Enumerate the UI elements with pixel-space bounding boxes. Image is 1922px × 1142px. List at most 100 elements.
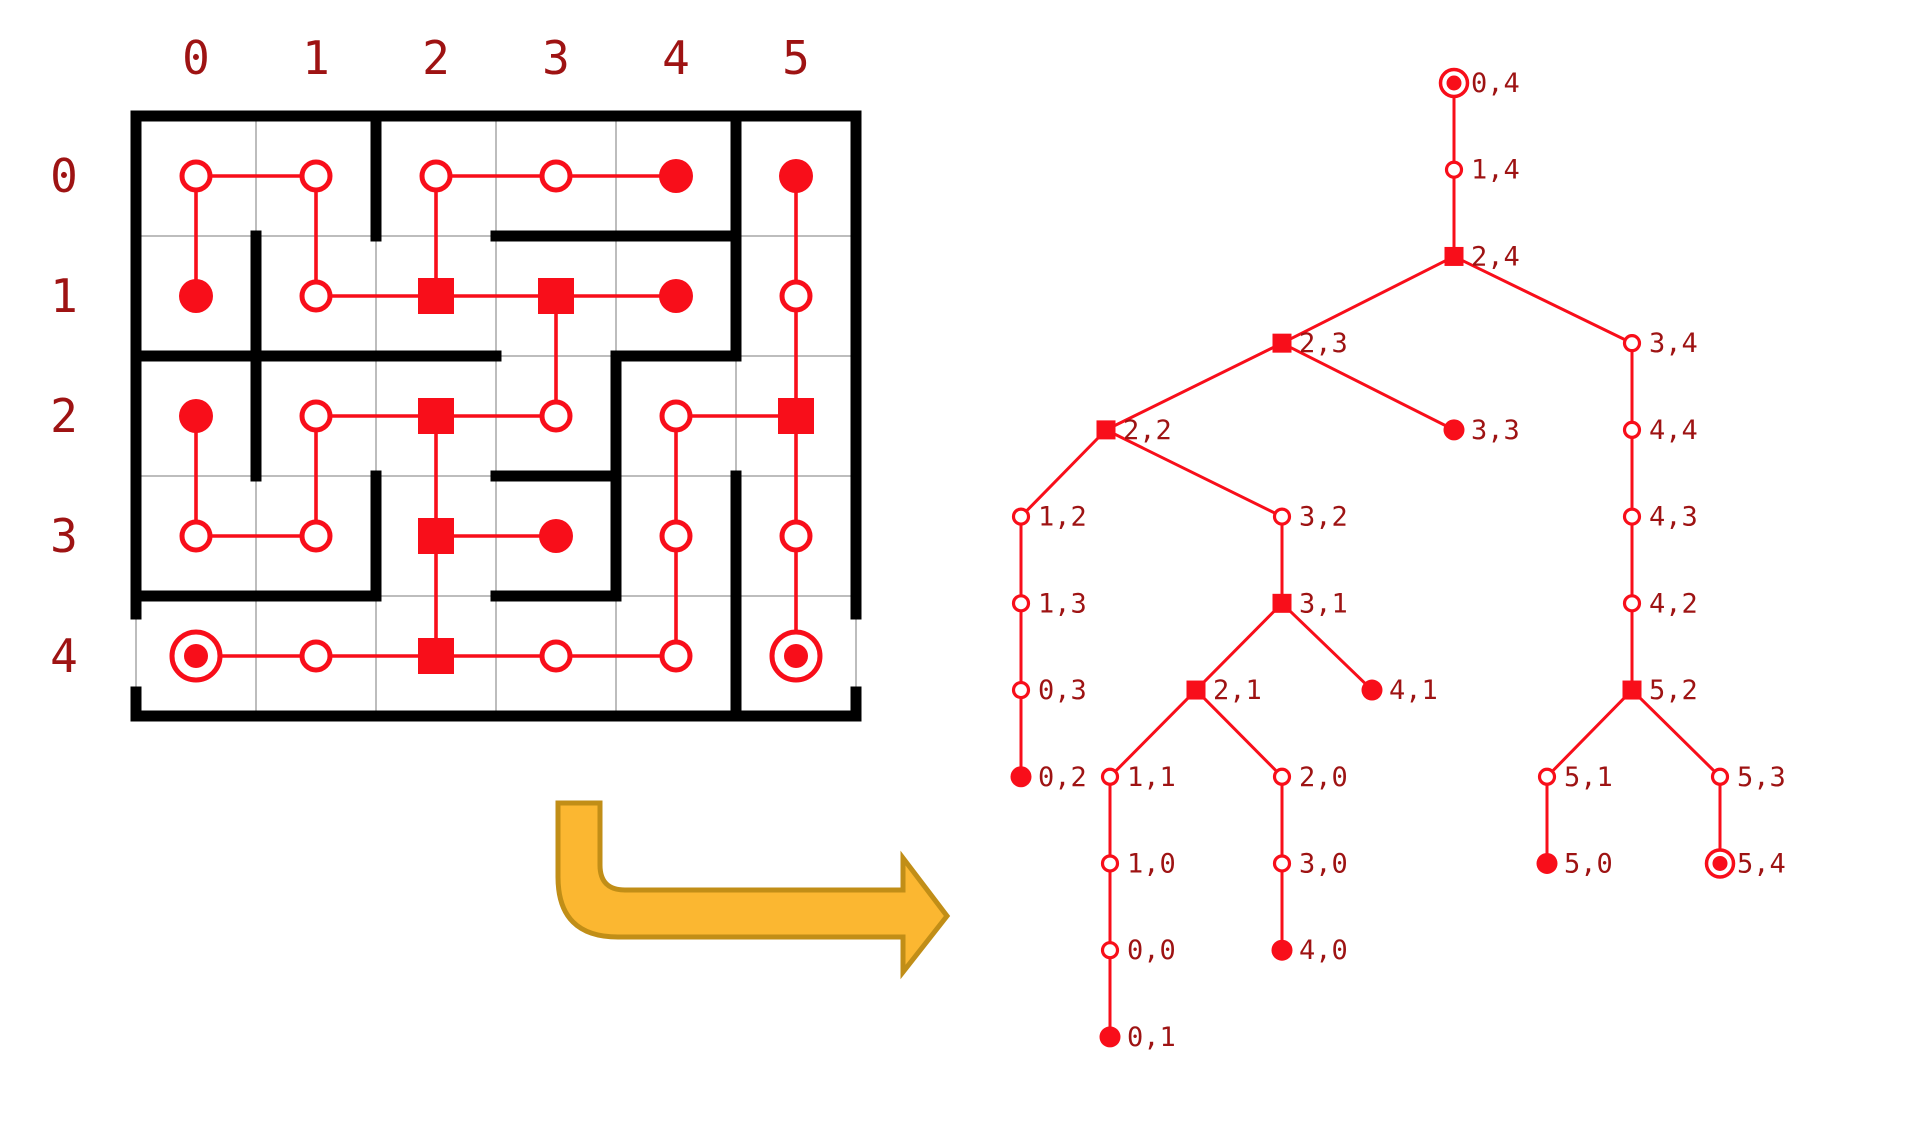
tree-node-label-1-2: 1,2 [1038,502,1087,533]
tree-node-label-0-4: 0,4 [1471,68,1520,99]
tree-node-1-0 [1100,854,1120,873]
maze-node-1-3 [299,519,333,553]
tree-node-label-3-1: 3,1 [1299,588,1348,619]
tree-node-0-0 [1100,941,1120,960]
maze-node-0-0 [179,159,213,193]
tree-node-2-1 [1186,680,1206,700]
tree-node-0-3 [1011,680,1031,700]
maze-node-1-2 [299,399,333,433]
tree-node-5-0 [1536,852,1558,874]
tree-node-label-0-2: 0,2 [1038,762,1087,793]
maze-walls [130,110,862,722]
tree-node-0-4-center-dot [1446,75,1462,91]
tree-node-4-1 [1361,679,1383,701]
tree-node-label-1-4: 1,4 [1471,155,1520,186]
tree-node-label-0-0: 0,0 [1127,935,1176,966]
tree-node-4-4 [1622,420,1642,439]
maze-node-4-4 [659,639,693,673]
tree-node-labels: 0,01,02,03,04,05,00,11,12,13,14,15,10,21… [1038,68,1786,1053]
tree-node-label-4-1: 4,1 [1389,675,1438,706]
maze-col-label-0: 0 [182,31,210,85]
tree-node-label-4-4: 4,4 [1649,415,1698,446]
tree-node-label-0-1: 0,1 [1127,1022,1176,1053]
tree-node-2-3 [1272,333,1292,353]
tree-edge [1105,428,1283,518]
tree-node-0-1 [1099,1026,1121,1048]
tree-edge [1545,688,1634,778]
tree-edge [1108,688,1198,778]
maze-col-label-2: 2 [422,31,450,85]
tree-edge [1105,341,1283,432]
tree-edge [1194,602,1284,692]
tree-nodes [1010,67,1736,1048]
tree-edge [1019,428,1108,518]
tree-node-label-2-2: 2,2 [1123,415,1172,446]
tree-node-2-2 [1096,420,1116,440]
maze-node-1-0 [299,159,333,193]
tree-node-4-3 [1622,507,1642,526]
maze-node-2-1 [418,278,454,314]
tree-node-label-5-0: 5,0 [1564,848,1613,879]
maze-col-label-1: 1 [302,31,330,85]
maze-node-2-3 [418,518,454,554]
maze-node-2-2 [418,398,454,434]
maze-node-5-4-center-dot [784,644,808,668]
tree-node-4-2 [1622,594,1642,613]
tree-node-3-1 [1272,593,1292,613]
maze-node-4-0 [659,159,693,193]
tree-node-5-4-center-dot [1712,855,1728,871]
tree-node-1-2 [1011,507,1031,526]
tree-node-label-5-4: 5,4 [1737,848,1786,879]
maze-node-1-4 [299,639,333,673]
tree-node-3-2 [1272,507,1292,526]
maze-node-2-0 [419,159,453,193]
maze-nodes [169,159,823,683]
maze-node-0-1 [179,279,213,313]
tree-node-label-2-1: 2,1 [1213,675,1262,706]
maze-col-label-5: 5 [782,31,810,85]
maze-node-5-0 [779,159,813,193]
maze-node-3-3 [539,519,573,553]
tree-node-5-1 [1537,767,1557,786]
tree-node-0-2 [1010,766,1032,788]
tree-node-5-2 [1622,680,1642,700]
tree-node-label-5-2: 5,2 [1649,675,1698,706]
tree-node-label-4-2: 4,2 [1649,588,1698,619]
maze-node-4-3 [659,519,693,553]
maze-node-0-3 [179,519,213,553]
maze-node-2-4 [418,638,454,674]
tree-node-label-3-0: 3,0 [1299,848,1348,879]
maze-node-3-0 [539,159,573,193]
tree-panel: 0,01,02,03,04,05,00,11,12,13,14,15,10,21… [1010,67,1786,1053]
tree-edge [1280,602,1374,692]
maze-node-5-1 [779,279,813,313]
tree-node-2-4 [1444,246,1464,266]
tree-edge [1281,255,1455,345]
tree-node-2-0 [1272,767,1292,786]
maze-path-edges [194,174,798,658]
maze-row-label-4: 4 [50,629,78,683]
maze-node-3-2 [539,399,573,433]
tree-node-label-1-3: 1,3 [1038,588,1087,619]
maze-node-5-2 [778,398,814,434]
tree-node-label-2-3: 2,3 [1299,328,1348,359]
tree-node-4-0 [1271,939,1293,961]
maze-node-4-2 [659,399,693,433]
tree-node-label-3-3: 3,3 [1471,415,1520,446]
tree-edge [1630,688,1722,778]
tree-node-1-4 [1444,160,1464,179]
tree-node-label-5-3: 5,3 [1737,762,1786,793]
tree-edges [1019,83,1722,1037]
maze-col-label-3: 3 [542,31,570,85]
maze-node-1-1 [299,279,333,313]
tree-edge [1281,341,1455,432]
tree-node-label-1-1: 1,1 [1127,762,1176,793]
tree-node-label-4-0: 4,0 [1299,935,1348,966]
tree-node-label-5-1: 5,1 [1564,762,1613,793]
maze-node-3-4 [539,639,573,673]
